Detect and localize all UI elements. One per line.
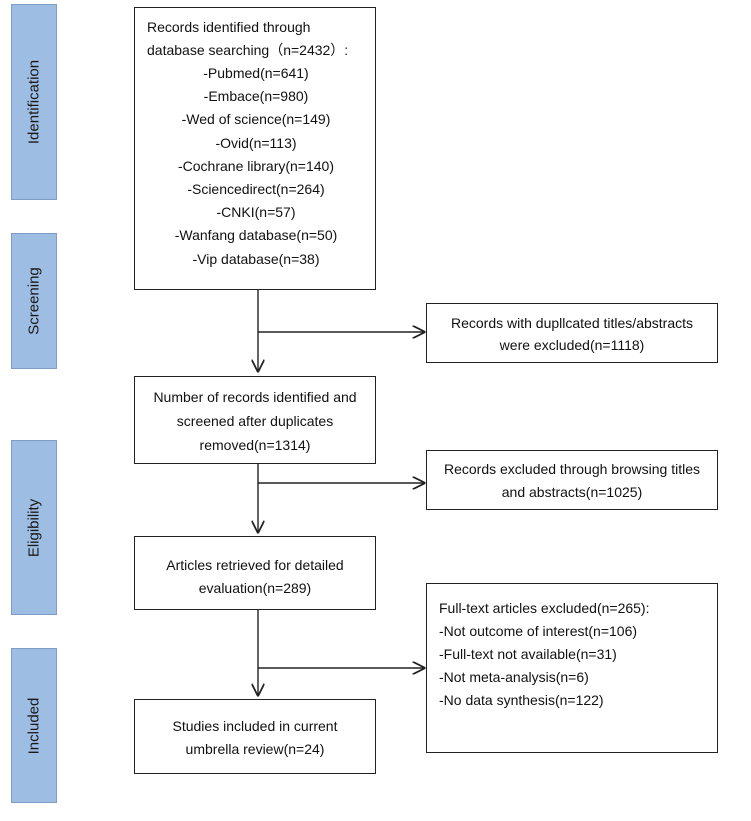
exclusion-reason: -Not outcome of interest(n=106)	[439, 623, 638, 639]
records-screened-text: Number of records identified and screene…	[153, 389, 357, 453]
source-item: -Wanfang database(n=50)	[174, 227, 338, 244]
phase-identification: Identification	[11, 4, 57, 200]
box-records-identified: Records identified through database sear…	[134, 7, 376, 290]
source-item: -Wed of science(n=149)	[181, 111, 331, 128]
exclusion-reason: -No data synthesis(n=122)	[439, 692, 604, 708]
source-item: -Ovid(n=113)	[215, 134, 297, 151]
phase-screening: Screening	[11, 233, 57, 369]
source-item: -CNKI(n=57)	[216, 204, 296, 221]
box-fulltext-excluded: Full-text articles excluded(n=265): -Not…	[426, 583, 718, 753]
source-list: -Pubmed(n=641) -Embace(n=980) -Wed of sc…	[147, 62, 365, 271]
source-item: -Pubmed(n=641)	[203, 65, 309, 81]
records-identified-title: Records identified through database sear…	[147, 19, 349, 58]
source-item: -Embace(n=980)	[203, 88, 309, 105]
box-records-screened: Number of records identified and screene…	[134, 376, 376, 464]
duplicates-excluded-text: Records with dupllcated titles/abstracts…	[451, 315, 693, 353]
articles-retrieved-text: Articles retrieved for detailed evaluati…	[166, 557, 344, 596]
box-duplicates-excluded: Records with dupllcated titles/abstracts…	[426, 303, 718, 363]
phase-included: Included	[11, 648, 57, 803]
box-studies-included: Studies included in current umbrella rev…	[134, 699, 376, 774]
source-item: -Sciencedirect(n=264)	[187, 181, 325, 198]
source-item: -Vip database(n=38)	[192, 250, 320, 267]
exclusion-reason: -Full-text not available(n=31)	[439, 646, 617, 662]
box-browsing-excluded: Records excluded through browsing titles…	[426, 450, 718, 510]
studies-included-text: Studies included in current umbrella rev…	[172, 718, 338, 757]
source-item: -Cochrane library(n=140)	[177, 157, 335, 174]
phase-eligibility: Eligibility	[11, 440, 57, 615]
browsing-excluded-text: Records excluded through browsing titles…	[443, 461, 701, 500]
fulltext-excluded-title: Full-text articles excluded(n=265):	[439, 600, 650, 616]
box-articles-retrieved: Articles retrieved for detailed evaluati…	[134, 536, 376, 610]
exclusion-reason: -Not meta-analysis(n=6)	[439, 669, 589, 685]
